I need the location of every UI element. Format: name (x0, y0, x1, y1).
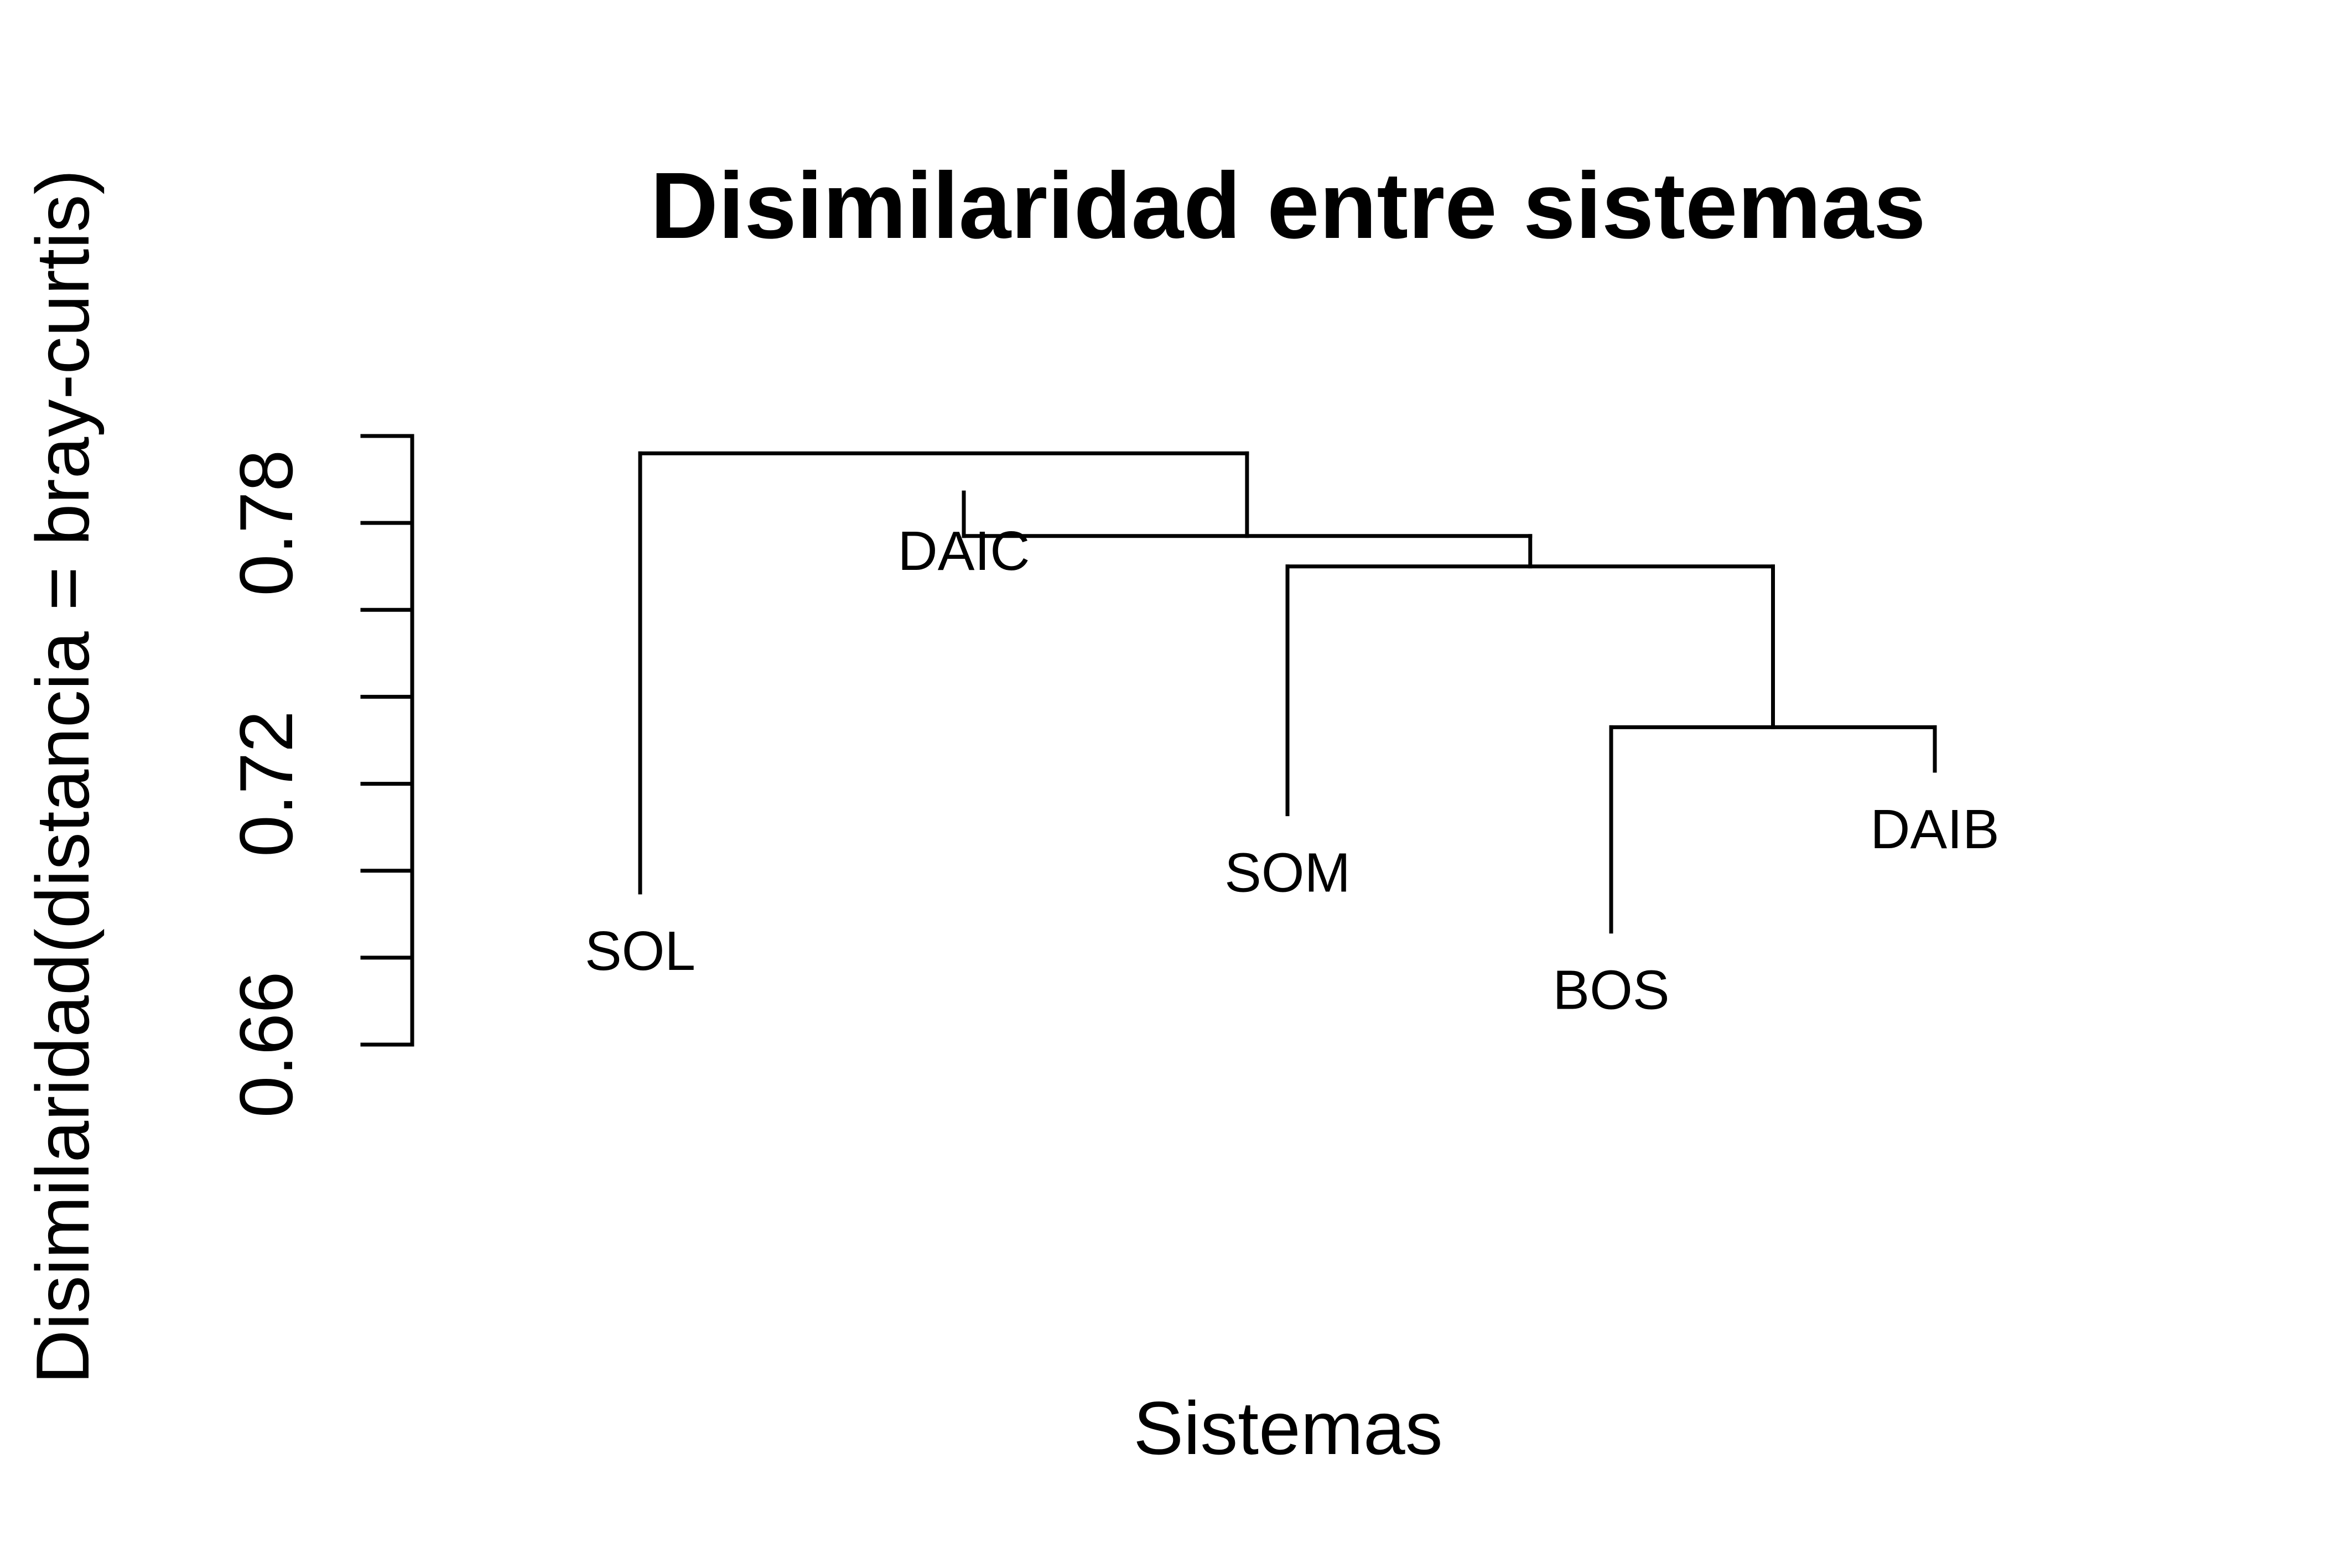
y-axis: 0.66 0.72 0.78 (224, 434, 414, 1118)
y-tick-label: 0.72 (224, 710, 308, 857)
leaf-label-sol: SOL (585, 920, 695, 982)
y-axis-label: Disimilaridad(distancia = bray-curtis) (20, 169, 105, 1384)
leaf-label-daib: DAIB (1870, 798, 1999, 860)
leaf-label-daic: DAIC (898, 520, 1030, 582)
y-tick-label: 0.66 (224, 972, 308, 1118)
chart-title: Disimilaridad entre sistemas (650, 153, 1925, 258)
leaf-label-som: SOM (1224, 842, 1351, 904)
y-tick-label: 0.78 (224, 450, 308, 596)
leaf-label-bos: BOS (1553, 959, 1669, 1021)
dendrogram-branches (638, 451, 1937, 934)
x-axis-label: Sistemas (1133, 1386, 1442, 1470)
leaf-labels: SOL DAIC SOM BOS DAIB (585, 520, 2000, 1021)
